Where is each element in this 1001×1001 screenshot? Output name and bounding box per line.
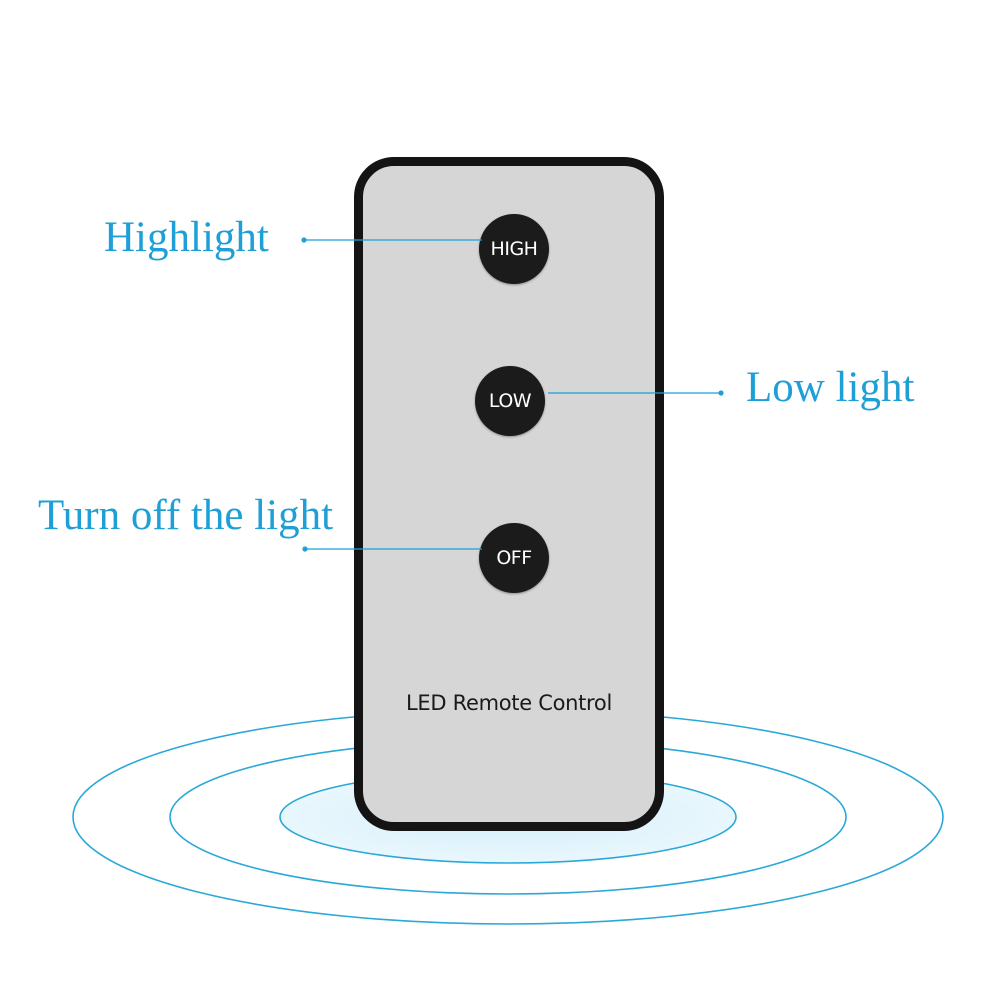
high-button[interactable]: HIGH (479, 214, 549, 284)
remote-caption: LED Remote Control (405, 691, 613, 715)
low-button[interactable]: LOW (475, 366, 545, 436)
callout-highlight: Highlight (104, 214, 269, 261)
callout-low-light: Low light (746, 364, 915, 411)
remote-control: HIGH LOW OFF LED Remote Control (354, 157, 664, 831)
off-button[interactable]: OFF (479, 523, 549, 593)
callout-turn-off: Turn off the light (38, 492, 334, 539)
